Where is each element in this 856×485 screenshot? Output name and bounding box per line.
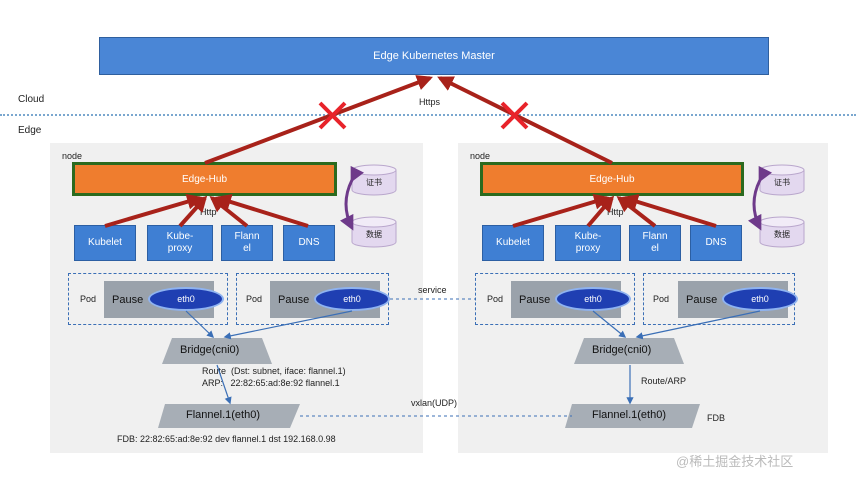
right-node-label: node bbox=[470, 151, 491, 161]
right-http-label: Http bbox=[607, 207, 624, 217]
watermark: @稀土掘金技术社区 bbox=[676, 454, 794, 469]
right-fdb-label: FDB bbox=[707, 413, 725, 423]
right-data-label: 数据 bbox=[774, 230, 790, 239]
left-flannel-label: Flannel.1(eth0) bbox=[186, 409, 260, 421]
left-edge-hub: Edge-Hub bbox=[72, 162, 337, 196]
service-label: service bbox=[418, 285, 447, 295]
left-pod-1-eth0: eth0 bbox=[148, 287, 224, 311]
left-pod-2-label: Pod bbox=[246, 294, 263, 304]
right-pod-1-label: Pod bbox=[487, 294, 504, 304]
right-flannel: Flann el bbox=[629, 225, 681, 261]
left-dns: DNS bbox=[283, 225, 335, 261]
left-cert-label: 证书 bbox=[366, 178, 382, 187]
right-kubelet: Kubelet bbox=[482, 225, 544, 261]
left-pod-2-eth0: eth0 bbox=[314, 287, 390, 311]
left-kube-proxy: Kube- proxy bbox=[147, 225, 213, 261]
master-box: Edge Kubernetes Master bbox=[99, 37, 769, 75]
https-label: Https bbox=[419, 97, 441, 107]
left-node-label: node bbox=[62, 151, 83, 161]
left-data-label: 数据 bbox=[366, 230, 382, 239]
right-pod-2-label: Pod bbox=[653, 294, 670, 304]
left-arp-text: ARP: 22:82:65:ad:8e:92 flannel.1 bbox=[202, 378, 340, 388]
left-flannel: Flann el bbox=[221, 225, 273, 261]
right-edge-hub: Edge-Hub bbox=[480, 162, 744, 196]
left-pod-1-box bbox=[68, 273, 228, 325]
left-route-text: Route (Dst: subnet, iface: flannel.1) bbox=[202, 366, 346, 376]
vxlan-label: vxlan(UDP) bbox=[411, 398, 458, 408]
right-cert-label: 证书 bbox=[774, 178, 790, 187]
cloud-label: Cloud bbox=[18, 94, 45, 105]
left-http-label: Http bbox=[200, 207, 217, 217]
right-route-arp-text: Route/ARP bbox=[641, 376, 687, 386]
left-fdb-text: FDB: 22:82:65:ad:8e:92 dev flannel.1 dst… bbox=[117, 434, 336, 444]
edge-label: Edge bbox=[18, 125, 42, 136]
left-bridge-label: Bridge(cni0) bbox=[180, 344, 240, 356]
left-kubelet: Kubelet bbox=[74, 225, 136, 261]
right-kube-proxy: Kube- proxy bbox=[555, 225, 621, 261]
right-dns: DNS bbox=[690, 225, 742, 261]
right-pod-1-eth0: eth0 bbox=[555, 287, 631, 311]
right-flannel-label: Flannel.1(eth0) bbox=[592, 409, 666, 421]
left-pod-1-label: Pod bbox=[80, 294, 97, 304]
cloud-edge-separator bbox=[0, 114, 856, 116]
right-pod-2-eth0: eth0 bbox=[722, 287, 798, 311]
right-bridge-label: Bridge(cni0) bbox=[592, 344, 652, 356]
